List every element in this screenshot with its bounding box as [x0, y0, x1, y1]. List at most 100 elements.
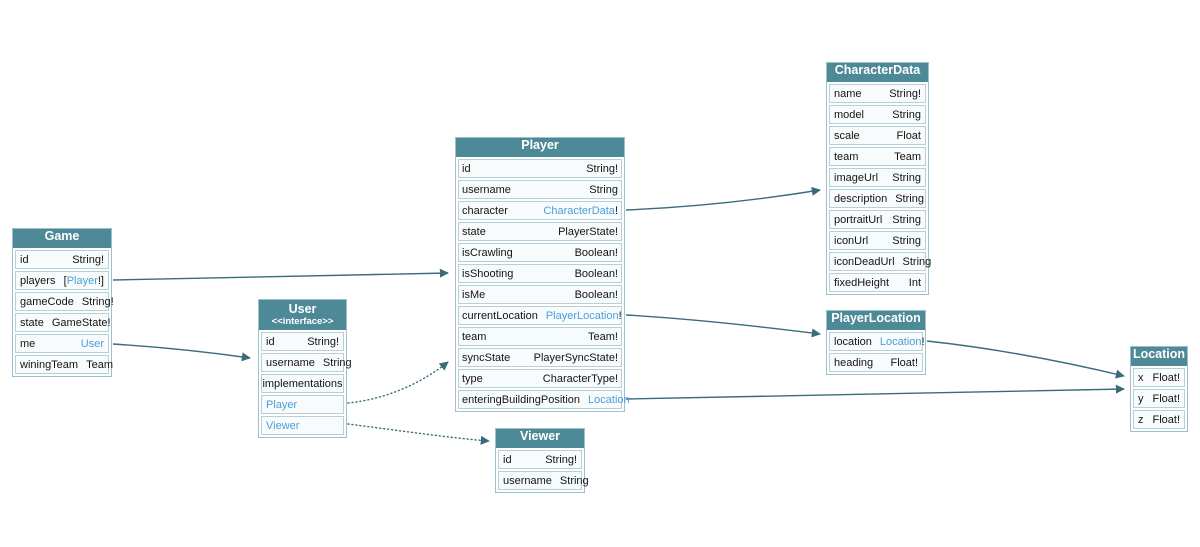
- edge-user-impl-player: [347, 361, 449, 404]
- implementation-link-viewer[interactable]: Viewer: [261, 416, 344, 435]
- type-link-user[interactable]: User: [80, 337, 104, 350]
- type-link-characterdata[interactable]: CharacterData: [543, 204, 615, 217]
- field-row-game-players[interactable]: players[Player!]: [15, 271, 109, 290]
- field-name: team: [834, 150, 859, 163]
- field-row-location-y[interactable]: y Float!: [1133, 389, 1185, 408]
- field-name: portraitUrl: [834, 213, 883, 226]
- field-row-player-enteringBuildingPosition[interactable]: enteringBuildingPosition Location: [458, 390, 630, 409]
- field-name: location: [834, 335, 872, 348]
- table-header-playerlocation[interactable]: PlayerLocation: [827, 311, 925, 330]
- edge-game-me-to-user: [112, 343, 251, 362]
- field-row-game-me[interactable]: me User: [15, 334, 109, 353]
- field-type: Location: [588, 394, 630, 406]
- table-header-game[interactable]: Game: [13, 229, 111, 248]
- table-title: CharacterData: [834, 63, 921, 77]
- edge-user-impl-viewer: [347, 423, 490, 445]
- field-type: String!: [545, 453, 577, 466]
- table-title: Player: [521, 138, 559, 152]
- field-type: CharacterData!: [543, 205, 618, 217]
- edge-player-currentlocation-to-playerlocation: [625, 314, 821, 338]
- table-title: Game: [44, 229, 80, 243]
- field-type: Team: [86, 358, 113, 371]
- field-name: id: [266, 335, 275, 348]
- type-link-location[interactable]: Location: [879, 335, 922, 348]
- field-name: players: [20, 274, 56, 287]
- field-name: imageUrl: [834, 171, 879, 184]
- table-header-user[interactable]: User<<interface>>: [259, 300, 346, 330]
- field-type: String!: [72, 253, 104, 266]
- field-name: gameCode: [20, 295, 74, 308]
- table-title: PlayerLocation: [831, 311, 921, 325]
- field-name: currentLocation: [462, 309, 538, 322]
- type-link-viewer[interactable]: Viewer: [266, 419, 300, 432]
- field-type: Boolean!: [574, 288, 618, 301]
- field-type: Team!: [588, 330, 618, 343]
- field-type: User: [81, 338, 104, 350]
- field-name: iconDeadUrl: [834, 255, 895, 268]
- field-name: y: [1138, 392, 1144, 405]
- type-link-player[interactable]: Player: [266, 398, 298, 411]
- table-header-viewer[interactable]: Viewer: [496, 429, 584, 448]
- table-title: Viewer: [519, 429, 561, 443]
- type-suffix: !]: [97, 274, 104, 287]
- table-header-player[interactable]: Player: [456, 138, 624, 157]
- field-name: state: [20, 316, 44, 329]
- type-link-playerlocation[interactable]: PlayerLocation: [545, 309, 619, 322]
- type-link-player[interactable]: Player: [66, 274, 98, 287]
- table-header-characterdata[interactable]: CharacterData: [827, 63, 928, 82]
- field-row-playerlocation-location[interactable]: location Location!: [829, 332, 925, 351]
- field-name: me: [20, 337, 36, 350]
- field-type: Float!: [1152, 392, 1180, 405]
- field-type: Location!: [880, 336, 925, 348]
- field-name: enteringBuildingPosition: [462, 393, 581, 406]
- field-type: Float!: [890, 356, 918, 369]
- type-link-location[interactable]: Location: [588, 393, 630, 406]
- edge-player-character-to-characterdata: [625, 186, 821, 211]
- table-header-location[interactable]: Location: [1131, 347, 1187, 366]
- field-name: z: [1138, 413, 1144, 426]
- implementations-label[interactable]: implementations: [261, 374, 344, 393]
- type-suffix: !: [614, 204, 618, 217]
- implementation-link-player[interactable]: Player: [261, 395, 344, 414]
